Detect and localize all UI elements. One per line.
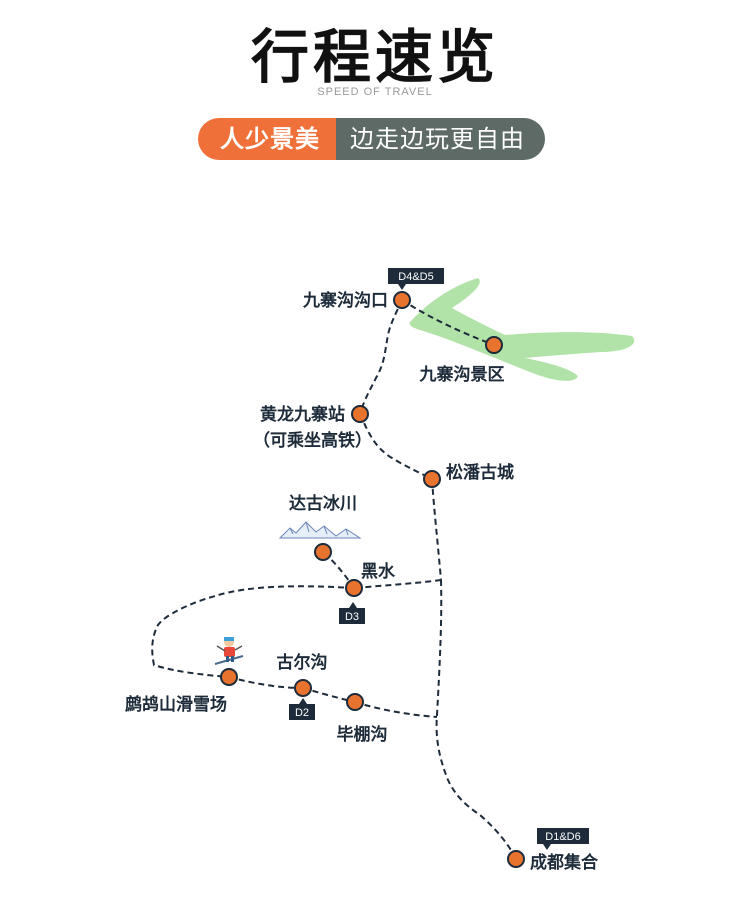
route-segment-entrance-scenic — [401, 299, 495, 346]
route-segment-huanglong-songpan — [359, 413, 433, 480]
stop-marker-jiuzhaigou-scenic[interactable] — [485, 336, 503, 354]
route-segment-heishui-loop — [151, 585, 355, 678]
day-tag-d1-d6: D1&D6 — [537, 828, 589, 850]
banner-tag-right: 边走边玩更自由 — [336, 118, 545, 160]
day-tag-d3: D3 — [339, 602, 365, 624]
stop-marker-heishui[interactable] — [345, 579, 363, 597]
day-tag-label: D1&D6 — [545, 831, 580, 843]
label-huanglong-note: （可乘坐高铁） — [253, 430, 372, 451]
stop-marker-songpan[interactable] — [423, 470, 441, 488]
day-tag-d4-d5: D4&D5 — [388, 268, 444, 290]
page-title: 行程速览 — [250, 23, 499, 91]
mountain-icon — [278, 521, 362, 539]
label-heishui: 黑水 — [361, 561, 396, 582]
label-bipeng: 毕棚沟 — [337, 724, 388, 745]
label-ski-resort: 鹧鸪山滑雪场 — [125, 694, 227, 715]
day-tag-label: D4&D5 — [398, 271, 433, 283]
label-jiuzhaigou-entrance: 九寨沟沟口 — [302, 290, 388, 311]
label-guergou: 古尔沟 — [277, 652, 328, 673]
stop-marker-chengdu[interactable] — [507, 850, 525, 868]
day-tag-label: D3 — [345, 611, 359, 623]
stop-marker-guergou[interactable] — [294, 679, 312, 697]
label-dagu-glacier: 达古冰川 — [289, 493, 357, 514]
stop-marker-ski-resort[interactable] — [220, 668, 238, 686]
banner-tag-left: 人少景美 — [198, 118, 336, 160]
stop-marker-bipeng[interactable] — [346, 693, 364, 711]
route-segment-ski-guergou — [228, 676, 304, 689]
label-songpan: 松潘古城 — [446, 462, 514, 483]
stop-marker-jiuzhaigou-entrance[interactable] — [393, 291, 411, 309]
day-tag-d2: D2 — [289, 698, 315, 720]
label-huanglong-station: 黄龙九寨站 — [260, 404, 345, 425]
label-jiuzhaigou-scenic: 九寨沟景区 — [419, 364, 505, 385]
label-chengdu: 成都集合 — [530, 852, 599, 873]
skier-icon — [214, 637, 244, 665]
route-segment-bipeng-trunk — [354, 701, 438, 718]
day-tag-label: D2 — [295, 707, 309, 719]
highlight-banner: 人少景美 边走边玩更自由 — [198, 118, 545, 160]
route-segment-trunk — [435, 579, 517, 860]
stop-marker-dagu-glacier[interactable] — [314, 543, 332, 561]
stop-marker-huanglong[interactable] — [351, 405, 369, 423]
route-stops — [220, 291, 525, 868]
route-segment-jiuzhai-huanglong — [359, 299, 403, 415]
route-segment-songpan-south — [431, 478, 442, 581]
page-subtitle: SPEED OF TRAVEL — [317, 86, 433, 98]
